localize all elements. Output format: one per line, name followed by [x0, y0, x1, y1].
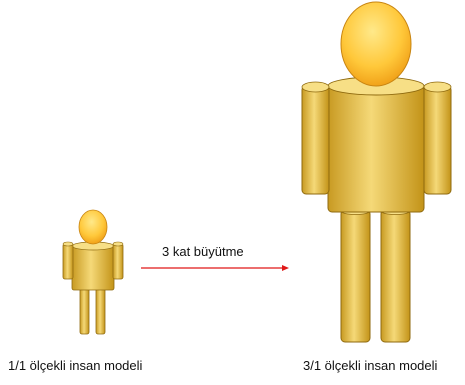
small-left-leg: [79, 287, 90, 335]
large-right-leg: [380, 209, 411, 343]
small-human-model: [62, 209, 124, 335]
small-right-arm: [112, 243, 124, 280]
small-right-arm-top: [112, 241, 124, 247]
large-left-leg: [340, 209, 371, 343]
large-head: [340, 1, 412, 87]
small-torso: [71, 245, 115, 291]
large-left-arm-top: [301, 81, 330, 93]
small-left-arm-top: [62, 241, 74, 247]
large-model-caption: 3/1 ölçekli insan modeli: [303, 358, 438, 373]
large-human-model: [301, 1, 452, 343]
arrow-label: 3 kat büyütme: [162, 244, 244, 259]
scale-arrow: [141, 265, 289, 271]
small-right-leg: [95, 287, 106, 335]
small-model-caption: 1/1 ölçekli insan modeli: [8, 358, 143, 373]
small-head: [78, 209, 108, 245]
large-right-arm-top: [423, 81, 452, 93]
large-right-arm: [423, 85, 452, 195]
large-torso: [327, 85, 425, 213]
large-left-arm: [301, 85, 330, 195]
small-left-arm: [62, 243, 74, 280]
